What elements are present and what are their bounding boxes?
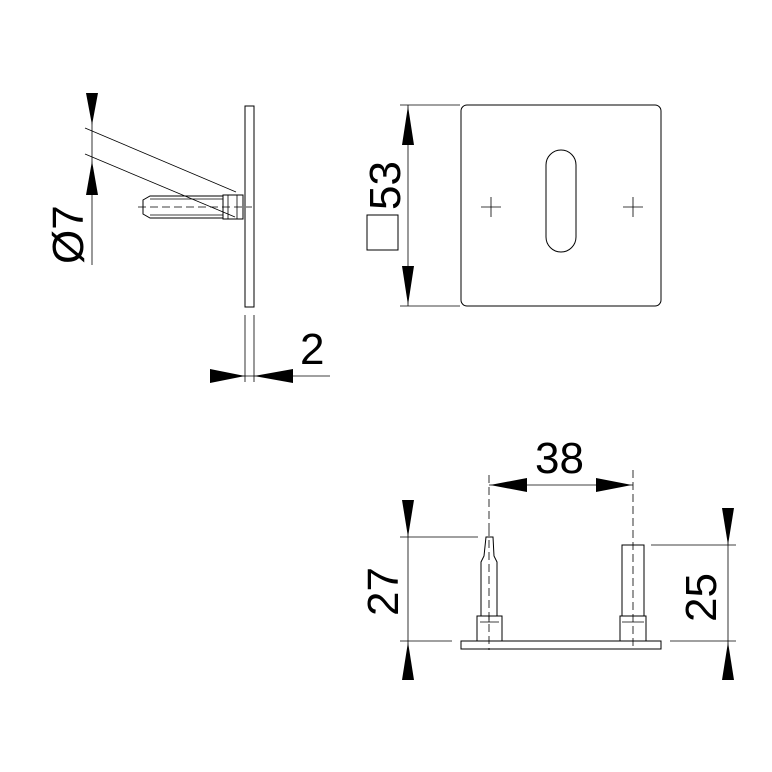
right-pin-height-label: 25 (677, 573, 726, 622)
pin-side (138, 194, 252, 220)
keyhole-slot (545, 149, 577, 253)
diameter-dimension: Ø7 (44, 93, 237, 265)
right-pin-height-dimension: 25 (651, 508, 736, 680)
side-view: Ø7 2 (44, 93, 330, 383)
size-label: 53 (361, 161, 410, 210)
right-pin (619, 470, 647, 650)
bottom-view: 38 27 25 (359, 434, 736, 680)
screw-hole-left-marker (481, 197, 501, 217)
front-view: 53 (361, 104, 662, 307)
size-dimension: 53 (361, 104, 460, 307)
left-pin (476, 528, 503, 650)
thickness-dimension: 2 (210, 315, 330, 383)
thickness-label: 2 (300, 325, 324, 374)
pin-spacing-label: 38 (535, 434, 584, 483)
screw-hole-right-marker (623, 197, 643, 217)
plate-side (244, 105, 255, 308)
square-plate (460, 104, 662, 307)
left-pin-height-label: 27 (359, 567, 408, 616)
diameter-label: Ø7 (44, 205, 93, 264)
square-symbol-icon (366, 214, 399, 251)
pin-spacing-dimension: 38 (489, 434, 633, 492)
plate-bottom (460, 640, 662, 650)
left-pin-height-dimension: 27 (359, 500, 478, 680)
